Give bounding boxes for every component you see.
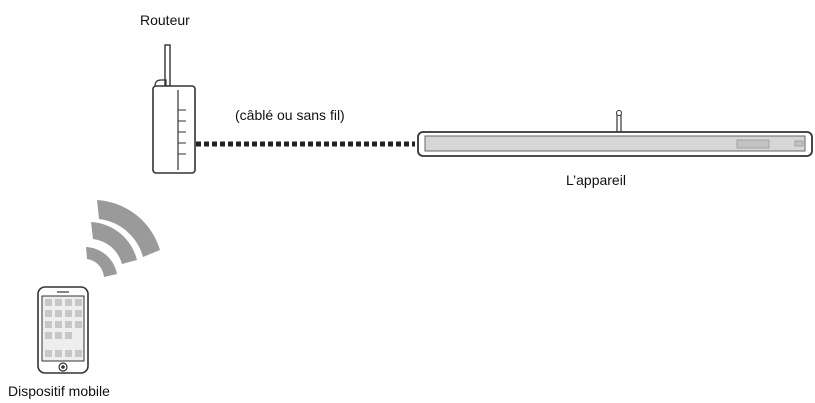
connection-label: (câblé ou sans fil) — [235, 107, 345, 123]
device-label: L’appareil — [566, 172, 626, 188]
router-label: Routeur — [140, 12, 190, 28]
wireless-waves-icon — [86, 200, 160, 277]
smartphone-icon — [38, 287, 88, 373]
router-icon — [153, 45, 195, 173]
soundbar-icon — [418, 111, 812, 157]
mobile-device-label: Dispositif mobile — [8, 383, 110, 399]
